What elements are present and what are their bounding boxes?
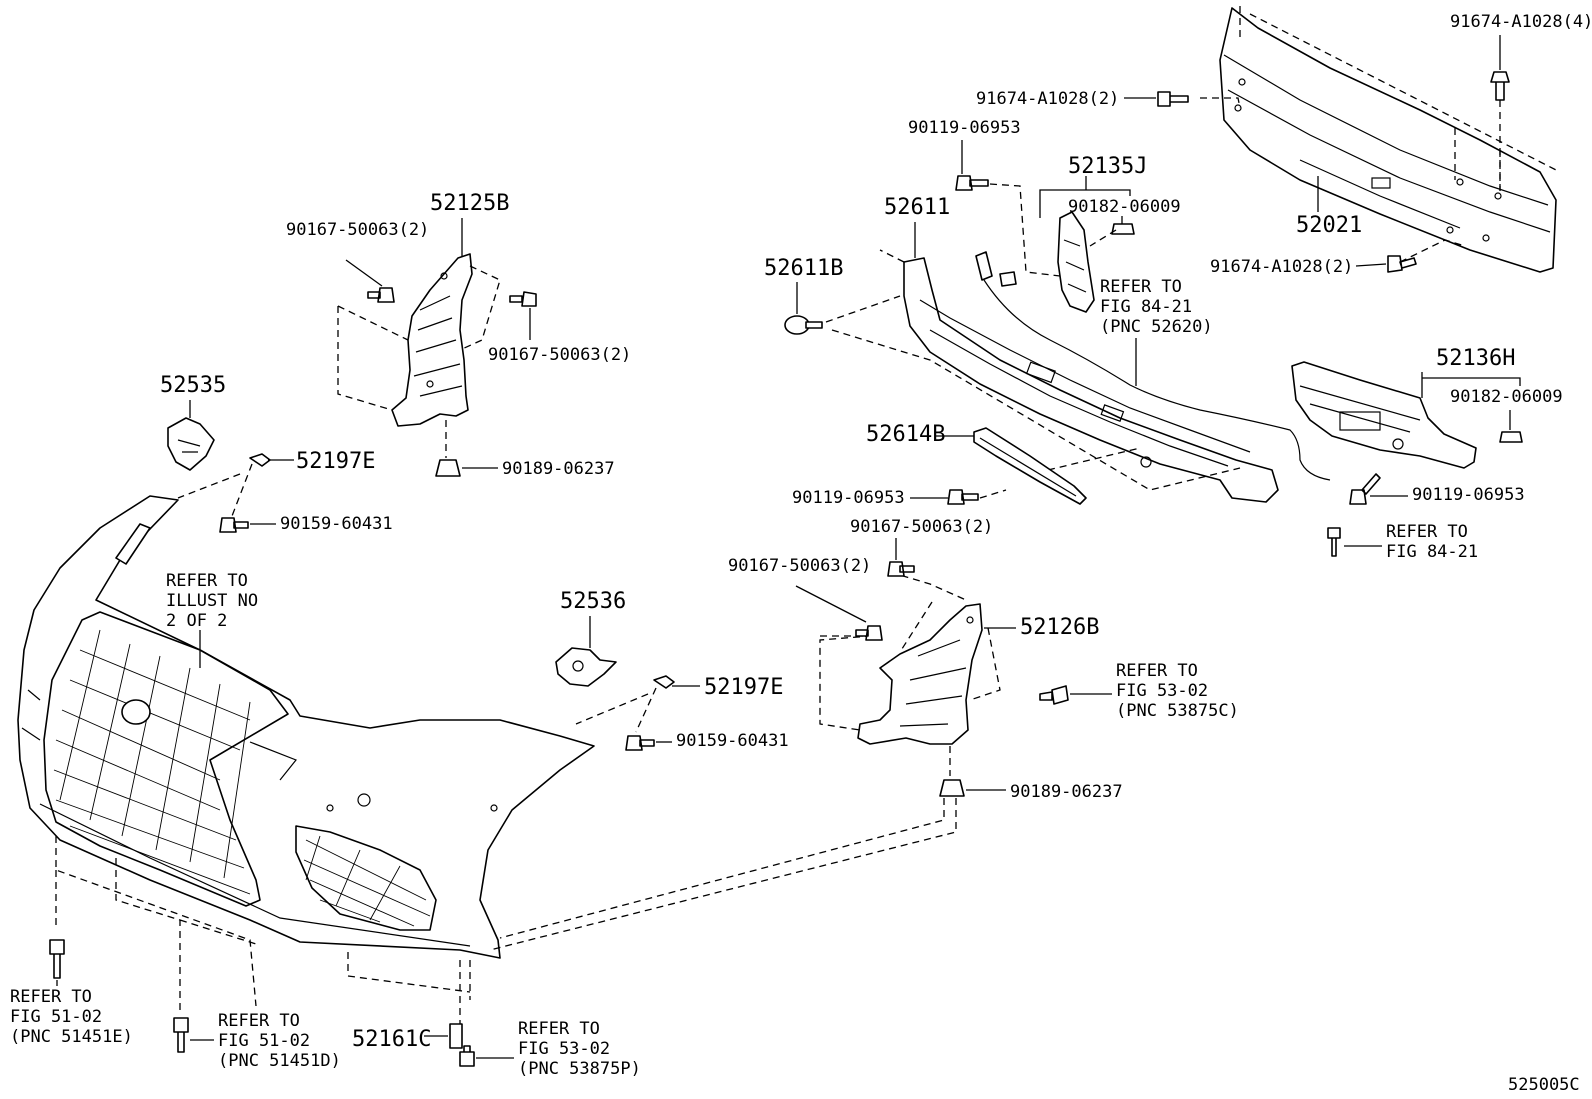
bolt-90167-50063-d[interactable] [855, 625, 883, 641]
label-90182-06009-right: 90182-06009 [1450, 387, 1563, 407]
label-52535: 52535 [160, 373, 226, 398]
label-91674-a1028-4: 91674-A1028(4) [1450, 12, 1592, 32]
ref-line: (PNC 53875C) [1116, 701, 1239, 721]
label-90182-06009-top: 90182-06009 [1068, 197, 1181, 217]
ref-line: FIG 53-02 [518, 1039, 610, 1059]
label-52126b: 52126B [1020, 615, 1099, 640]
label-52136h: 52136H [1436, 346, 1515, 371]
bolt-90167-50063-c[interactable] [887, 561, 915, 577]
label-52197e-right: 52197E [704, 675, 783, 700]
label-90159-60431-left: 90159-60431 [280, 514, 393, 534]
ref-line: FIG 53-02 [1116, 681, 1208, 701]
bracket-52535[interactable] [167, 417, 215, 471]
clip-52197e-left[interactable] [249, 453, 271, 467]
refer-fig53-02-pnc53875c: REFER TO FIG 53-02 (PNC 53875C) [1116, 661, 1239, 721]
label-90167-50063-c: 90167-50063(2) [850, 517, 993, 537]
label-90119-06953-mid: 90119-06953 [792, 488, 905, 508]
ref-line: FIG 84-21 [1100, 297, 1192, 317]
clip-52611b[interactable] [784, 315, 823, 335]
label-90189-06237-right: 90189-06237 [1010, 782, 1123, 802]
bracket-52536[interactable] [555, 647, 617, 687]
refer-fig53-02-pnc53875p: REFER TO FIG 53-02 (PNC 53875P) [518, 1019, 641, 1079]
ref-line: REFER TO [1116, 661, 1198, 681]
clip-52197e-right[interactable] [653, 675, 675, 689]
bolt-90119-06953-top[interactable] [955, 175, 989, 191]
refer-fig84-21: REFER TO FIG 84-21 [1386, 522, 1478, 562]
refer-fig51-02-pnc51451d: REFER TO FIG 51-02 (PNC 51451D) [218, 1011, 341, 1071]
bolt-ref-fig84-21[interactable] [1327, 527, 1341, 557]
label-91674-a1028-2-bottom: 91674-A1028(2) [1210, 257, 1353, 277]
bolt-91674-a1028-4[interactable] [1490, 71, 1510, 101]
bolt-91674-a1028-2-bottom[interactable] [1387, 255, 1417, 273]
label-90119-06953-right: 90119-06953 [1412, 485, 1525, 505]
label-52161c: 52161C [352, 1027, 431, 1052]
label-90167-50063-b: 90167-50063(2) [488, 345, 631, 365]
bracket-52135j[interactable] [1057, 211, 1095, 313]
label-52611: 52611 [884, 195, 950, 220]
label-52614b: 52614B [866, 422, 945, 447]
nut-90189-06237-left[interactable] [435, 459, 461, 477]
label-52536: 52536 [560, 589, 626, 614]
clip-90182-06009-top[interactable] [1111, 223, 1135, 235]
clip-90182-06009-right[interactable] [1499, 431, 1523, 443]
ref-line: REFER TO [518, 1019, 600, 1039]
refer-fig84-21-pnc52620: REFER TO FIG 84-21 (PNC 52620) [1100, 277, 1213, 337]
refer-illust-2of2: REFER TO ILLUST NO 2 OF 2 [166, 571, 258, 631]
bolt-90159-60431-left[interactable] [219, 517, 249, 533]
ref-line: (PNC 53875P) [518, 1059, 641, 1079]
label-52197e-left: 52197E [296, 449, 375, 474]
clip-52161c[interactable] [449, 1023, 463, 1049]
refer-fig51-02-pnc51451e: REFER TO FIG 51-02 (PNC 51451E) [10, 987, 133, 1047]
bolt-ref-fig53-02-pnc53875c[interactable] [1039, 685, 1069, 705]
ref-line: (PNC 51451D) [218, 1051, 341, 1071]
label-91674-a1028-2-top: 91674-A1028(2) [976, 89, 1119, 109]
label-90159-60431-right: 90159-60431 [676, 731, 789, 751]
ref-line: ILLUST NO [166, 591, 258, 611]
ref-line: (PNC 52620) [1100, 317, 1213, 337]
ref-line: 2 OF 2 [166, 611, 227, 631]
ref-line: REFER TO [1100, 277, 1182, 297]
ref-line: REFER TO [10, 987, 92, 1007]
ref-line: (PNC 51451E) [10, 1027, 133, 1047]
support-52136h[interactable] [1291, 361, 1477, 469]
bolt-90159-60431-right[interactable] [625, 735, 655, 751]
label-52125b: 52125B [430, 191, 509, 216]
ref-line: FIG 51-02 [218, 1031, 310, 1051]
bolt-91674-a1028-2-top[interactable] [1157, 91, 1189, 107]
ref-line: FIG 51-02 [10, 1007, 102, 1027]
bumper-reinforcement-52021[interactable] [1219, 7, 1557, 273]
bracket-52126b[interactable] [857, 603, 983, 745]
bolt-ref-fig51-02-pnc51451d[interactable] [173, 1017, 189, 1053]
label-52611b: 52611B [764, 256, 843, 281]
absorber-52611[interactable] [903, 257, 1279, 503]
label-90167-50063-d: 90167-50063(2) [728, 556, 871, 576]
diagram-code: 525005C [1508, 1075, 1580, 1095]
wire-harness[interactable] [975, 251, 1331, 481]
label-90167-50063-a: 90167-50063(2) [286, 220, 429, 240]
bolt-90167-50063-b[interactable] [509, 291, 537, 307]
bolt-90119-06953-mid[interactable] [947, 489, 979, 505]
label-90189-06237-left: 90189-06237 [502, 459, 615, 479]
bolt-ref-fig53-02-pnc53875p[interactable] [459, 1045, 475, 1067]
label-52021: 52021 [1296, 213, 1362, 238]
ref-line: FIG 84-21 [1386, 542, 1478, 562]
front-bumper-cover[interactable] [17, 495, 595, 959]
bolt-90167-50063-a[interactable] [367, 287, 395, 303]
label-90119-06953-top: 90119-06953 [908, 118, 1021, 138]
bracket-52614b[interactable] [973, 427, 1087, 505]
label-52135j: 52135J [1068, 154, 1147, 179]
bracket-52125b[interactable] [391, 253, 473, 427]
ref-line: REFER TO [218, 1011, 300, 1031]
bolt-90119-06953-right[interactable] [1349, 473, 1381, 505]
ref-line: REFER TO [1386, 522, 1468, 542]
nut-90189-06237-right[interactable] [939, 779, 965, 797]
bolt-ref-fig51-02-pnc51451e[interactable] [49, 939, 65, 979]
ref-line: REFER TO [166, 571, 248, 591]
